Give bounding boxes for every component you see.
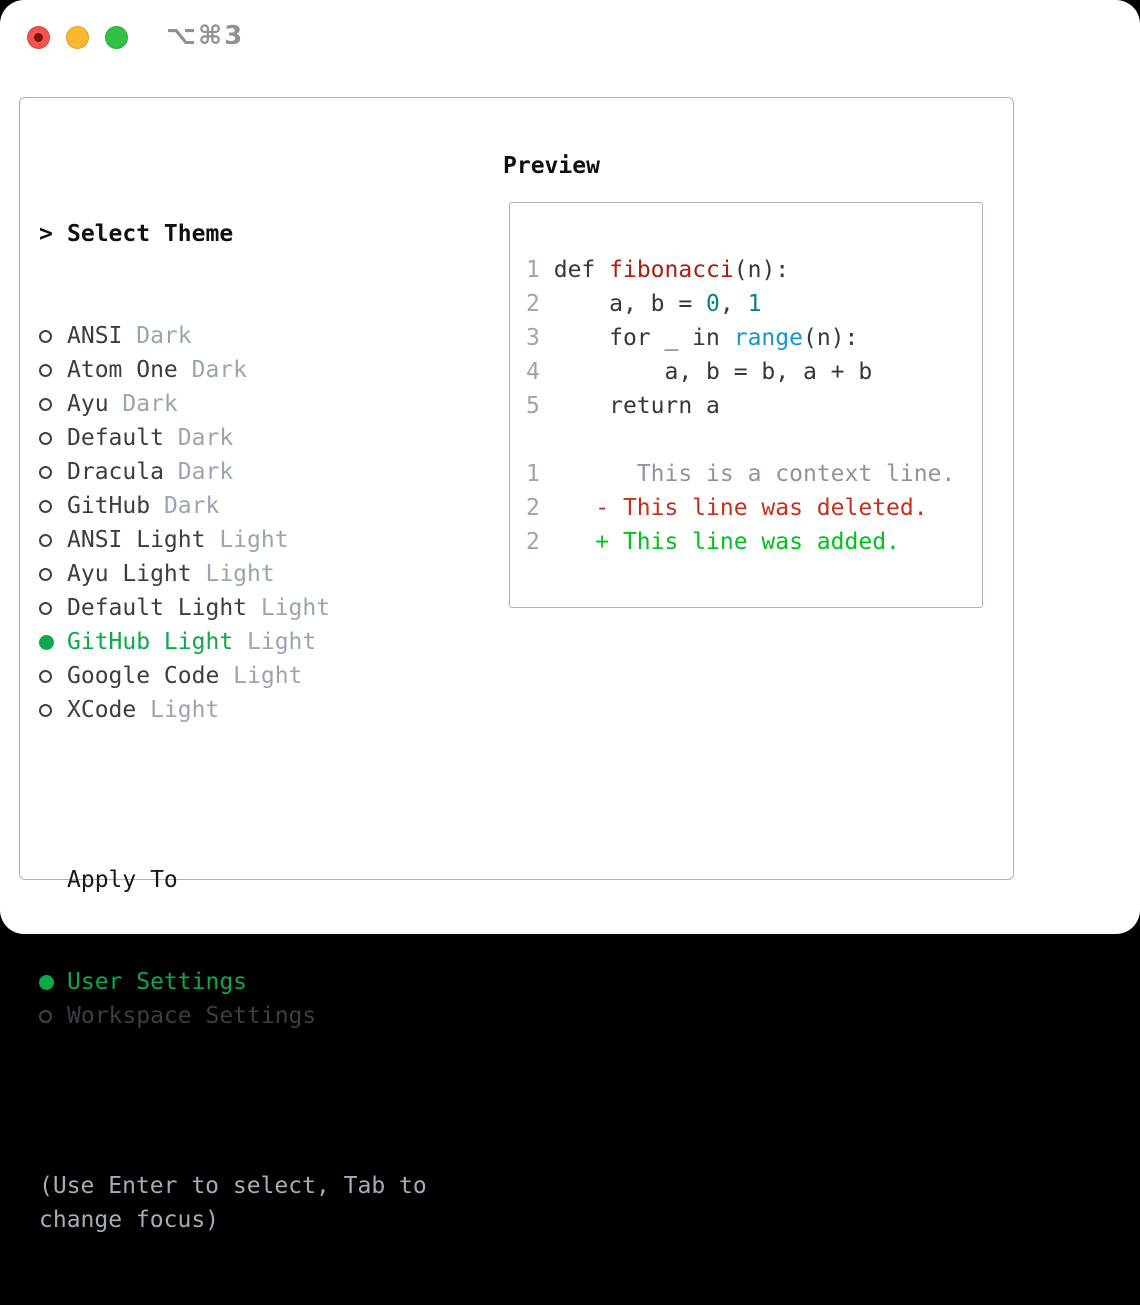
code-line: 2 a, b = 0, 1 bbox=[526, 291, 762, 317]
radio-icon bbox=[39, 601, 67, 615]
keyboard-hint: (Use Enter to select, Tab to change focu… bbox=[39, 1173, 427, 1233]
code-line: 2 - This line was deleted. bbox=[526, 495, 928, 521]
theme-variant-label: Light bbox=[233, 663, 303, 689]
select-theme-label: Select Theme bbox=[67, 221, 234, 247]
theme-option-label: ANSI bbox=[67, 323, 123, 349]
theme-option[interactable]: Ayu Dark bbox=[39, 387, 484, 421]
theme-variant-label: Dark bbox=[163, 493, 220, 519]
window-shortcut-title: ⌥⌘3 bbox=[166, 21, 245, 51]
radio-icon bbox=[39, 703, 67, 717]
theme-option-label: GitHub Light bbox=[67, 629, 234, 655]
theme-option-label: GitHub bbox=[67, 493, 151, 519]
radio-icon bbox=[39, 533, 67, 547]
prompt-caret-icon: > bbox=[39, 221, 53, 247]
apply-to-header: Apply To bbox=[39, 863, 484, 897]
theme-variant-label: Dark bbox=[177, 459, 234, 485]
theme-option[interactable]: Default Dark bbox=[39, 421, 484, 455]
theme-option[interactable]: Default Light Light bbox=[39, 591, 484, 625]
apply-option-label: Workspace Settings bbox=[67, 1003, 317, 1029]
radio-icon bbox=[39, 329, 67, 343]
radio-icon bbox=[39, 465, 67, 479]
zoom-button[interactable] bbox=[105, 26, 128, 49]
theme-option-label: Google Code bbox=[67, 663, 220, 689]
apply-option[interactable]: Workspace Settings bbox=[39, 999, 484, 1033]
preview-label: Preview bbox=[503, 153, 600, 179]
theme-variant-label: Dark bbox=[122, 391, 178, 417]
code-line: 1 This is a context line. bbox=[526, 461, 956, 487]
theme-variant-label: Light bbox=[219, 527, 289, 553]
code-line: 3 for _ in range(n): bbox=[526, 325, 859, 351]
theme-option[interactable]: XCode Light bbox=[39, 693, 484, 727]
theme-option[interactable]: ANSI Dark bbox=[39, 319, 484, 353]
theme-variant-label: Light bbox=[247, 629, 317, 655]
theme-option[interactable]: GitHub Light Light bbox=[39, 625, 484, 659]
theme-option[interactable]: Dracula Dark bbox=[39, 455, 484, 489]
theme-option-label: ANSI Light bbox=[67, 527, 206, 553]
theme-option[interactable]: Google Code Light bbox=[39, 659, 484, 693]
radio-selected-icon bbox=[39, 634, 67, 650]
theme-option-label: Dracula bbox=[67, 459, 164, 485]
window-controls bbox=[27, 26, 128, 49]
radio-selected-icon bbox=[39, 974, 67, 990]
theme-option[interactable]: Ayu Light Light bbox=[39, 557, 484, 591]
theme-option[interactable]: ANSI Light Light bbox=[39, 523, 484, 557]
theme-variant-label: Dark bbox=[177, 425, 234, 451]
theme-variant-label: Dark bbox=[136, 323, 192, 349]
apply-to-label: Apply To bbox=[67, 867, 178, 893]
code-line: 2 + This line was added. bbox=[526, 529, 900, 555]
apply-option-label: User Settings bbox=[67, 969, 248, 995]
close-button[interactable] bbox=[27, 26, 50, 49]
radio-icon bbox=[39, 669, 67, 683]
code-line bbox=[526, 423, 974, 457]
theme-option-label: Default Light bbox=[67, 595, 248, 621]
radio-icon bbox=[39, 431, 67, 445]
radio-icon bbox=[39, 1009, 67, 1023]
radio-icon bbox=[39, 499, 67, 513]
apply-option[interactable]: User Settings bbox=[39, 965, 484, 999]
theme-variant-label: Light bbox=[260, 595, 331, 621]
theme-option-label: Default bbox=[67, 425, 164, 451]
minimize-button[interactable] bbox=[66, 26, 89, 49]
theme-option[interactable]: GitHub Dark bbox=[39, 489, 484, 523]
code-line: 4 a, b = b, a + b bbox=[526, 359, 873, 385]
code-line: 1 def fibonacci(n): bbox=[526, 257, 790, 283]
theme-option-label: XCode bbox=[67, 697, 137, 723]
radio-icon bbox=[39, 567, 67, 581]
preview-code-box: 1 def fibonacci(n): 2 a, b = 0, 1 3 for _ … bbox=[509, 202, 983, 608]
theme-option[interactable]: Atom One Dark bbox=[39, 353, 484, 387]
theme-variant-label: Light bbox=[150, 697, 220, 723]
theme-variant-label: Dark bbox=[191, 357, 248, 383]
select-theme-header: > Select Theme bbox=[39, 217, 484, 251]
theme-variant-label: Light bbox=[205, 561, 275, 587]
theme-option-label: Atom One bbox=[67, 357, 178, 383]
theme-option-label: Ayu bbox=[67, 391, 109, 417]
radio-icon bbox=[39, 397, 67, 411]
theme-option-label: Ayu Light bbox=[67, 561, 192, 587]
code-line: 5 return a bbox=[526, 393, 720, 419]
radio-icon bbox=[39, 363, 67, 377]
